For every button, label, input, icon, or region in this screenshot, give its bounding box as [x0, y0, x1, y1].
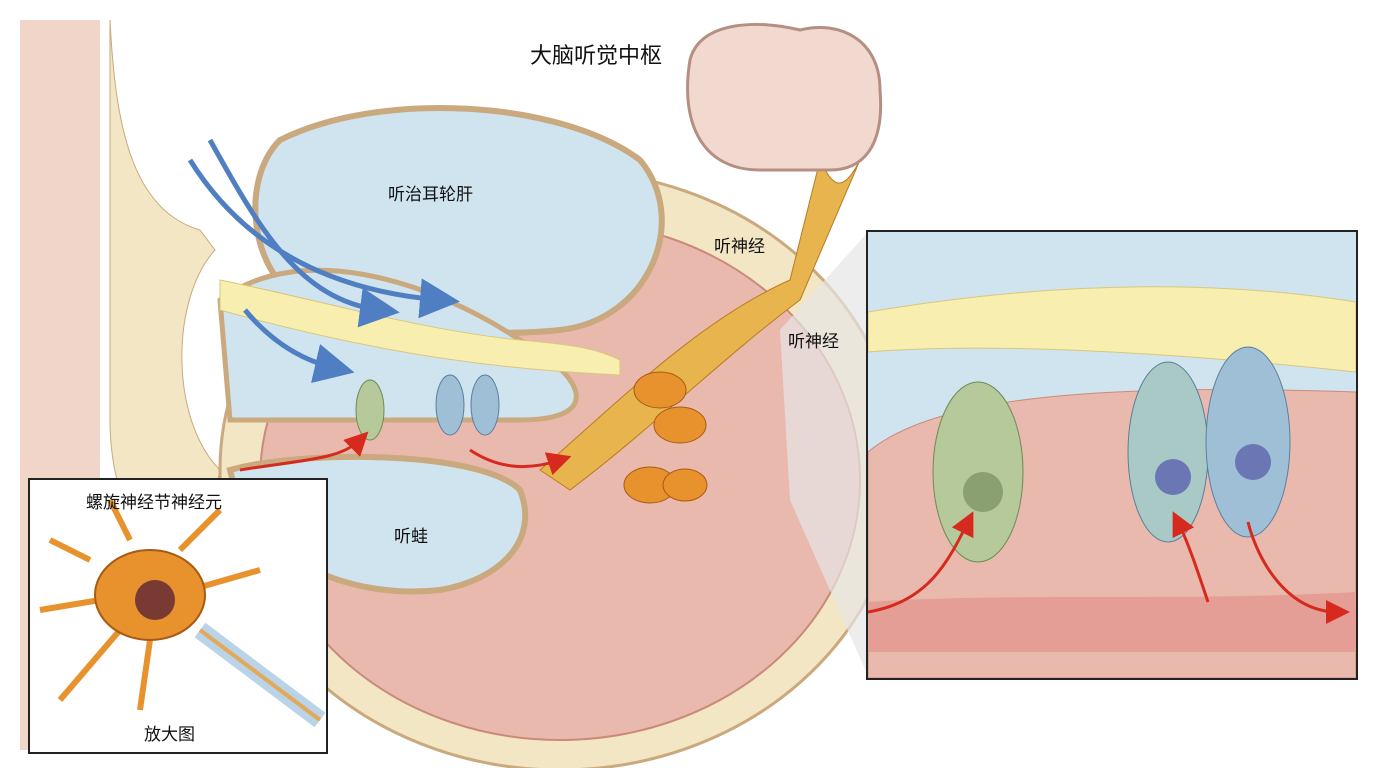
ganglion-neuron — [633, 371, 687, 409]
hair-cell-zoom-inset — [866, 230, 1358, 680]
label-auditory-nerve-top: 听神经 — [714, 237, 765, 257]
signal-arrow — [239, 431, 369, 472]
spiral-ganglion-neuron — [39, 498, 326, 728]
outer-hair-cell — [355, 379, 385, 441]
sound-arrow — [207, 138, 400, 328]
label-upper-chamber: 听治耳轮肝 — [388, 185, 473, 205]
signal-arrow — [469, 448, 572, 476]
ganglion-neuron — [653, 406, 707, 444]
inner-hair-cell — [1205, 346, 1291, 538]
outer-hair-cell — [932, 381, 1024, 563]
zoom-connector — [780, 232, 868, 676]
label-lower-chamber: 听蛙 — [394, 527, 428, 547]
inner-hair-cell — [1127, 361, 1209, 543]
label-auditory-nerve-right: 听神经 — [788, 332, 839, 352]
ganglion-neuron — [662, 468, 708, 502]
sound-arrow — [243, 308, 355, 384]
brain-section — [686, 22, 883, 172]
diagram-title: 大脑听觉中枢 — [530, 44, 663, 69]
inner-hair-cell — [470, 374, 500, 436]
inner-hair-cell — [435, 374, 465, 436]
neuron-zoom-inset: 螺旋神经节神经元 放大图 — [28, 478, 328, 754]
hair-cell-detail — [868, 286, 1356, 678]
neuron-inset-caption: 放大图 — [144, 725, 195, 745]
neuron-inset-title: 螺旋神经节神经元 — [86, 493, 222, 513]
